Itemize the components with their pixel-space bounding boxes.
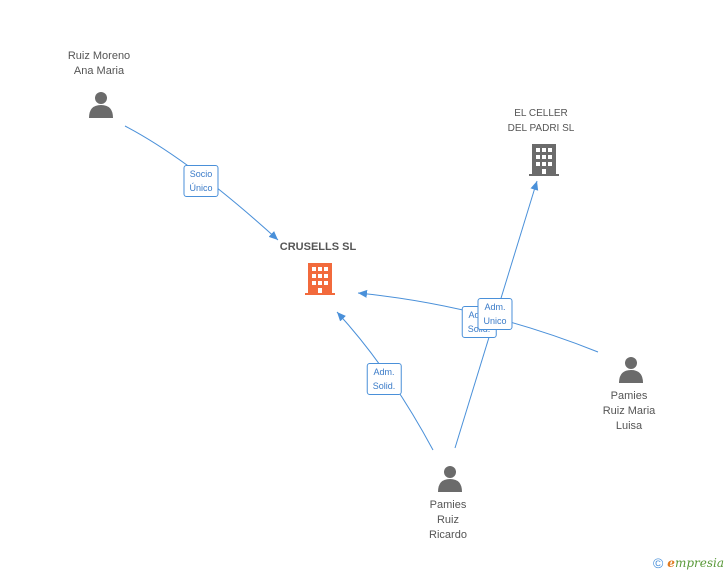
edge-label-socio-unico[interactable]: Socio Único: [183, 165, 219, 197]
person-icon[interactable]: [617, 355, 645, 383]
node-crusells-label[interactable]: CRUSELLS SL: [280, 240, 356, 255]
node-el-celler-label[interactable]: EL CELLER DEL PADRI SL: [508, 106, 575, 136]
label-line: Ruiz Moreno: [67, 50, 131, 62]
edge-label-line: Unico: [483, 316, 507, 326]
edge-label-adm-unico[interactable]: Adm. Unico: [477, 298, 513, 330]
person-icon[interactable]: [87, 90, 115, 118]
edge-label-line: Adm.: [373, 367, 395, 377]
edge-label-line: Adm.: [484, 302, 506, 312]
copyright-symbol: ©: [652, 555, 664, 571]
label-line: Ana Maria: [73, 65, 125, 77]
node-pamies-ricardo-label[interactable]: Pamies Ruiz Ricardo: [429, 498, 467, 543]
label-line: Ricardo: [429, 529, 467, 541]
edge-label-line: Socio: [189, 169, 213, 179]
edge-label-line: Único: [189, 183, 213, 193]
label-line: CRUSELLS SL: [279, 241, 357, 253]
label-line: Ruiz Maria: [602, 405, 656, 417]
edge-label-adm-solid-ricardo[interactable]: Adm. Solid.: [366, 363, 402, 395]
label-line: Pamies: [429, 499, 467, 511]
main-company-building-icon[interactable]: [303, 262, 337, 296]
label-line: EL CELLER: [514, 108, 568, 119]
person-icon[interactable]: [436, 464, 464, 492]
label-line: DEL PADRI SL: [507, 123, 575, 134]
edge-label-line: Solid.: [372, 381, 396, 391]
building-icon[interactable]: [527, 143, 561, 177]
node-pamies-maria-label[interactable]: Pamies Ruiz Maria Luisa: [603, 389, 656, 434]
label-line: Ruiz: [436, 514, 459, 526]
label-line: Pamies: [610, 390, 648, 402]
footer-brand[interactable]: © empresia: [653, 555, 724, 571]
label-line: Luisa: [615, 420, 643, 432]
node-ruiz-moreno-label[interactable]: Ruiz Moreno Ana Maria: [68, 49, 130, 79]
brand-logo: empresia: [667, 556, 724, 570]
